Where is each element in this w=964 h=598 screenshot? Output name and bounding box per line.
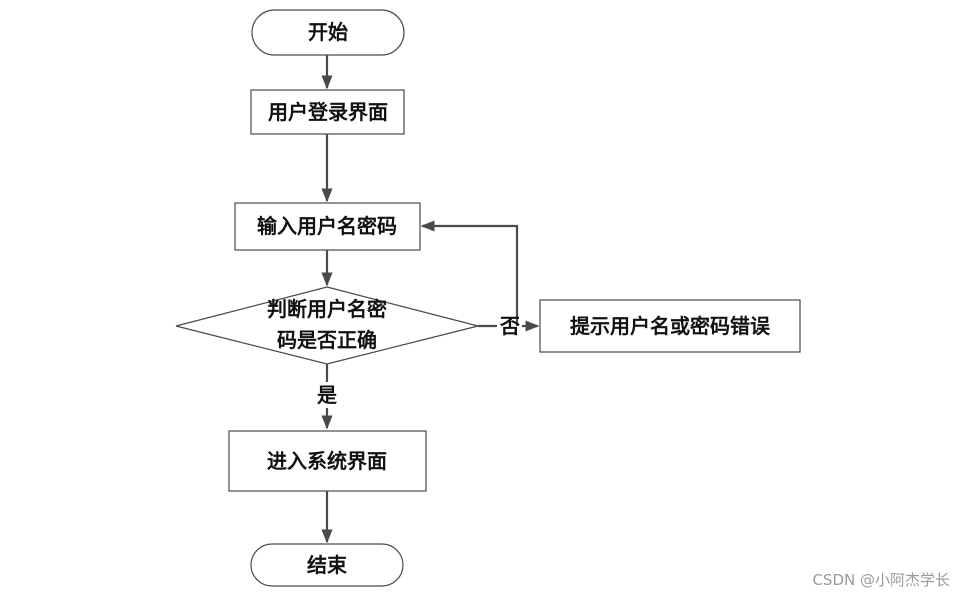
node-enter-system: 进入系统界面: [228, 430, 427, 492]
input-credentials-label: 输入用户名密码: [257, 214, 397, 238]
start-terminal-shape: [251, 9, 405, 56]
edge-label-yes: 是: [316, 383, 337, 407]
node-end: 结束: [250, 543, 404, 587]
end-label: 结束: [307, 553, 348, 577]
edge-error-back-to-input: [420, 220, 519, 326]
edge-label-no: 否: [499, 314, 520, 338]
error-message-box: [539, 299, 801, 353]
enter-system-label: 进入系统界面: [267, 449, 387, 473]
login-screen-label: 用户登录界面: [268, 100, 388, 124]
check-credentials-label-line2: 码是否正确: [277, 328, 377, 352]
node-input-credentials: 输入用户名密码: [234, 202, 421, 251]
login-screen-box: [250, 89, 405, 135]
node-error-message: 提示用户名或密码错误: [539, 299, 801, 353]
end-terminal-shape: [250, 543, 404, 587]
watermark-text: CSDN @小阿杰学长: [812, 571, 950, 589]
edges: [321, 55, 540, 544]
node-start: 开始: [251, 9, 405, 56]
input-credentials-box: [234, 202, 421, 251]
node-check-credentials: 判断用户名密 码是否正确: [175, 286, 479, 365]
error-message-label: 提示用户名或密码错误: [570, 314, 771, 338]
start-label: 开始: [308, 20, 348, 44]
check-credentials-diamond: [175, 286, 479, 365]
enter-system-box: [228, 430, 427, 492]
node-login-screen: 用户登录界面: [250, 89, 405, 135]
check-credentials-label-line1: 判断用户名密: [267, 297, 387, 321]
